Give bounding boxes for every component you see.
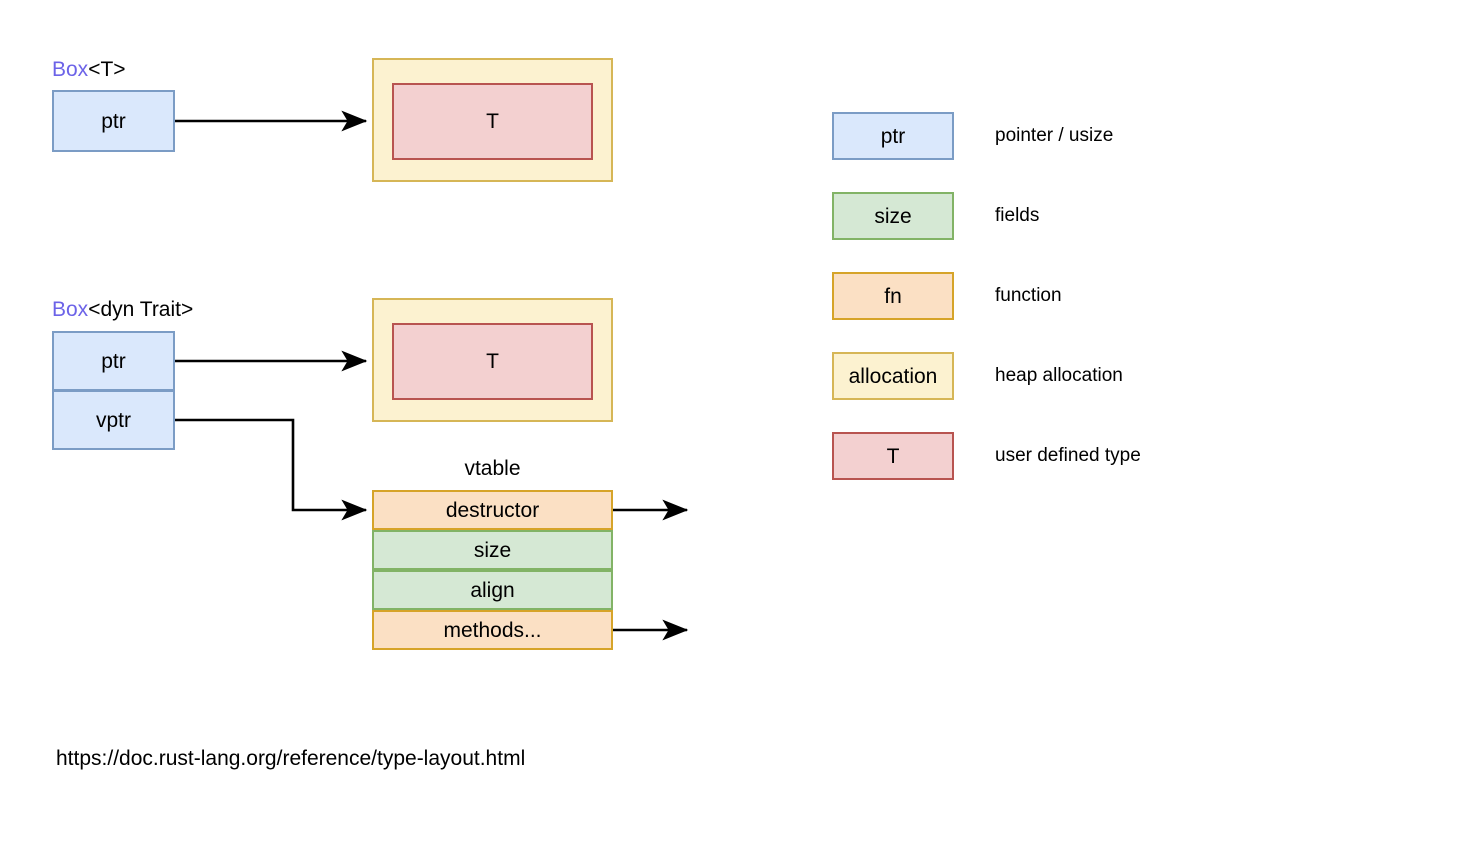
legend: ptr pointer / usize size fields fn funct…: [832, 112, 1252, 512]
legend-description-fields: fields: [995, 206, 1039, 225]
legend-description-fields-label: fields: [995, 205, 1040, 226]
boxdyn-label: Box<dyn Trait>: [52, 299, 193, 320]
legend-description-function-label: function: [995, 285, 1062, 306]
boxt-ptr-cell-label: ptr: [101, 109, 126, 133]
legend-description-heap-allocation-label: heap allocation: [995, 365, 1123, 386]
legend-description-ptr-label: pointer / usize: [995, 125, 1114, 146]
boxdyn-vptr-cell-label: vptr: [95, 408, 131, 432]
legend-description-ptr: pointer / usize: [995, 126, 1113, 145]
legend-swatch-size-label: size: [874, 204, 912, 228]
source-url-label: https://doc.rust-lang.org/reference/type…: [56, 747, 526, 770]
legend-swatch-ptr: ptr: [832, 112, 954, 160]
legend-swatch-allocation: allocation: [832, 352, 954, 400]
vtable-row-align[interactable]: align: [372, 570, 613, 610]
vtable-row-destructor-label: destructor: [445, 498, 540, 522]
legend-description-user-defined-type-label: user defined type: [995, 445, 1141, 466]
legend-swatch-ptr-label: ptr: [880, 124, 906, 148]
vtable-row-methods-label: methods...: [443, 618, 542, 642]
boxdyn-ptr-cell[interactable]: ptr: [52, 331, 175, 391]
legend-description-heap-allocation: heap allocation: [995, 366, 1123, 385]
boxdyn-allocation-inner-type[interactable]: T: [392, 323, 593, 400]
vtable-caption: vtable: [372, 458, 613, 479]
source-url[interactable]: https://doc.rust-lang.org/reference/type…: [56, 748, 525, 769]
boxt-label: Box<T>: [52, 59, 126, 80]
vtable-row-size[interactable]: size: [372, 530, 613, 570]
boxdyn-label-keyword: Box: [52, 298, 89, 321]
boxt-label-keyword: Box: [52, 58, 89, 81]
legend-description-function: function: [995, 286, 1062, 305]
boxdyn-vptr-cell[interactable]: vptr: [52, 390, 175, 450]
legend-description-user-defined-type: user defined type: [995, 446, 1141, 465]
legend-swatch-fn-label: fn: [884, 284, 902, 308]
legend-swatch-udt: T: [832, 432, 954, 480]
boxdyn-ptr-cell-label: ptr: [101, 349, 126, 373]
boxt-label-generic: <T>: [88, 58, 126, 81]
boxdyn-allocation-inner-type-label: T: [486, 350, 499, 373]
boxdyn-label-generic: <dyn Trait>: [88, 298, 194, 321]
legend-swatch-udt-label: T: [886, 444, 900, 468]
boxt-allocation-inner-type-label: T: [486, 110, 499, 133]
vtable-caption-label: vtable: [464, 457, 521, 480]
legend-swatch-size: size: [832, 192, 954, 240]
wire-boxdyn-vptr-to-vtable: [175, 418, 368, 521]
legend-swatch-fn: fn: [832, 272, 954, 320]
legend-swatch-allocation-label: allocation: [848, 364, 938, 388]
vtable-row-methods[interactable]: methods...: [372, 610, 613, 650]
boxt-ptr-cell[interactable]: ptr: [52, 90, 175, 152]
vtable-row-align-label: align: [470, 578, 515, 602]
vtable-row-size-label: size: [473, 538, 512, 562]
vtable-row-destructor[interactable]: destructor: [372, 490, 613, 530]
boxt-allocation-inner-type[interactable]: T: [392, 83, 593, 160]
